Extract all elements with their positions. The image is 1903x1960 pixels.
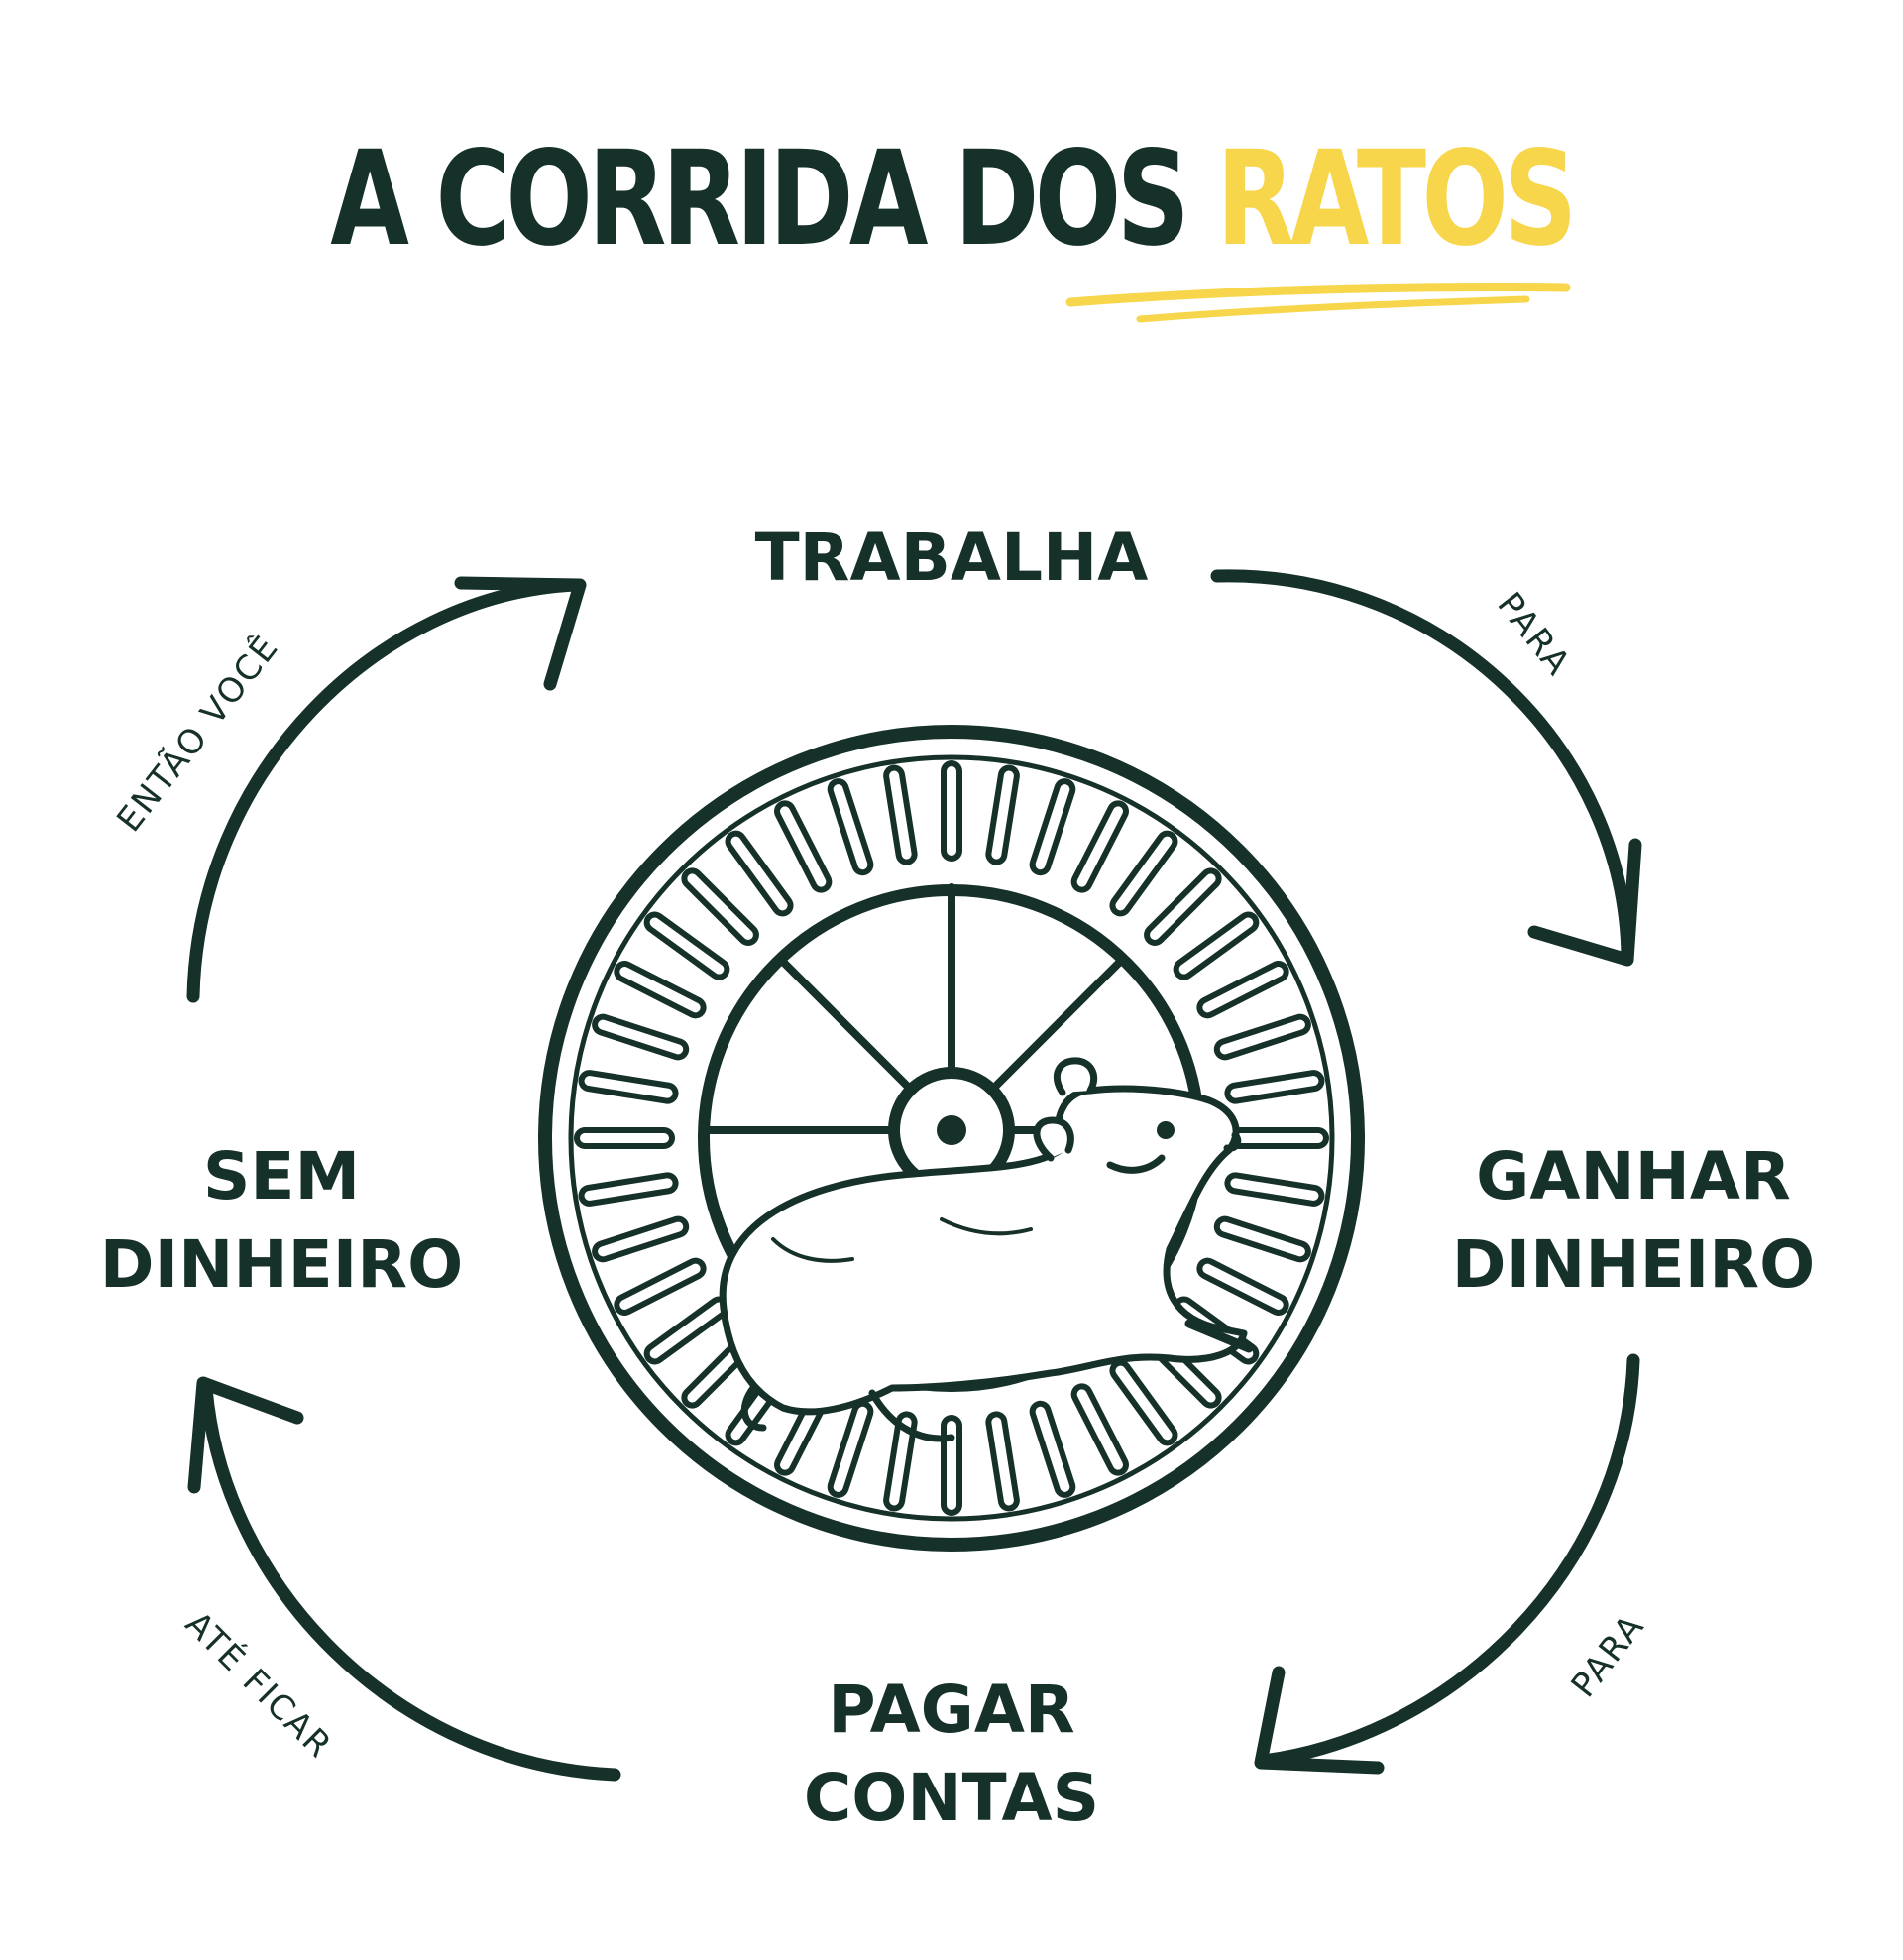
wheel-bar-highlight — [619, 967, 701, 1013]
node-ganhar-dinheiro-line-1: GANHAR — [1476, 1138, 1791, 1214]
wheel-bar-highlight — [649, 1302, 725, 1359]
node-trabalha-label: TRABALHA — [754, 519, 1149, 596]
node-ganhar-dinheiro-line-2: DINHEIRO — [1451, 1226, 1816, 1304]
wheel-bar-highlight — [1178, 917, 1254, 975]
arrow-top-right — [1210, 569, 1642, 967]
wheel-bar-highlight — [1219, 1019, 1305, 1055]
wheel-bar-highlight — [730, 836, 788, 911]
title-part-1: A CORRIDA DOS — [330, 123, 1217, 276]
wheel-bar-highlight — [1115, 1365, 1173, 1441]
wheel-bar-highlight — [1035, 1406, 1070, 1492]
arrow-top-left — [186, 576, 587, 1003]
wheel-bar-highlight — [991, 770, 1014, 860]
page-title: A CORRIDA DOS RATOS — [209, 134, 1694, 265]
wheel-bar-highlight — [1219, 1221, 1305, 1257]
wheel-bar-highlight — [598, 1221, 684, 1257]
hamster-icon — [719, 1057, 1254, 1442]
wheel-bar-highlight — [598, 1019, 684, 1055]
node-ganhar-dinheiro: GANHAR DINHEIRO — [1452, 1132, 1815, 1309]
wheel-bar-highlight — [687, 873, 753, 940]
node-pagar-contas: PAGAR CONTAS — [804, 1666, 1099, 1842]
node-sem-dinheiro-line-1: SEM — [202, 1138, 361, 1214]
wheel-bar-highlight — [619, 1263, 701, 1310]
node-sem-dinheiro-line-2: DINHEIRO — [99, 1226, 464, 1304]
wheel-bar-highlight — [889, 770, 912, 860]
wheel-bar-highlight — [584, 1178, 673, 1201]
node-pagar-contas-line-1: PAGAR — [828, 1672, 1075, 1748]
wheel-bar-highlight — [1230, 1076, 1319, 1098]
arrow-bottom-right — [1254, 1353, 1640, 1775]
wheel-bar-highlight — [1230, 1178, 1319, 1201]
wheel-bar-highlight — [649, 917, 725, 975]
wheel-bar-highlight — [1035, 784, 1070, 870]
wheel-bar-highlight — [780, 806, 827, 887]
wheel-bar-highlight — [584, 1076, 673, 1098]
arrow-bottom-left — [187, 1376, 621, 1782]
node-trabalha: TRABALHA — [755, 514, 1149, 602]
wheel-bar-highlight — [1202, 1263, 1284, 1310]
title-part-2-highlight: RATOS — [1216, 123, 1577, 276]
wheel-bar-highlight — [991, 1417, 1014, 1506]
wheel-bar-highlight — [1076, 1389, 1123, 1470]
wheel-bar-highlight — [1076, 806, 1123, 887]
wheel-bar-highlight — [833, 1406, 868, 1492]
node-pagar-contas-line-2: CONTAS — [803, 1760, 1100, 1837]
title-underline — [1065, 283, 1571, 323]
wheel-bar-highlight — [1115, 836, 1173, 911]
wheel-bar-highlight — [833, 784, 868, 870]
wheel-bar-highlight — [1150, 873, 1216, 940]
wheel-bar-highlight — [1202, 967, 1284, 1013]
node-sem-dinheiro: SEM DINHEIRO — [100, 1132, 463, 1309]
wheel-bar-highlight — [889, 1417, 912, 1506]
